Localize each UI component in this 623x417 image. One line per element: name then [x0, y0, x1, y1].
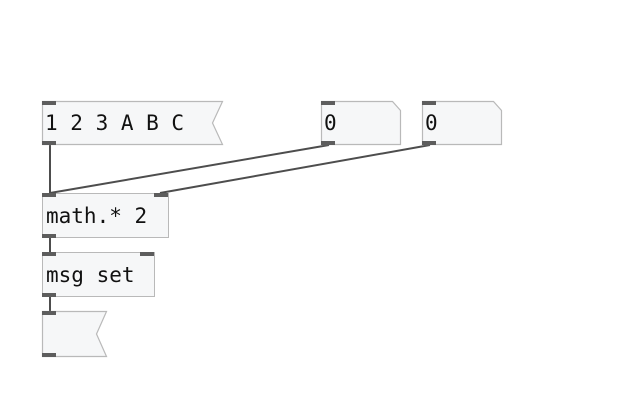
number-box-left-outline	[320, 100, 402, 146]
number-box-right[interactable]: 0	[421, 100, 503, 146]
number-box-left-outlet[interactable]	[321, 141, 335, 145]
math-multiply-outlet[interactable]	[42, 234, 56, 238]
output-message-box-inlet[interactable]	[42, 311, 56, 315]
message-box-text: 1 2 3 A B C	[45, 111, 185, 135]
math-multiply-object-text: math.* 2	[46, 204, 148, 228]
number-box-left-value: 0	[324, 111, 337, 135]
math-multiply-left-inlet[interactable]	[42, 193, 56, 197]
msg-set-right-inlet[interactable]	[140, 252, 154, 256]
message-box-inlet[interactable]	[42, 101, 56, 105]
number-box-right-inlet[interactable]	[422, 101, 436, 105]
output-message-box-outline	[41, 310, 108, 358]
message-box[interactable]: 1 2 3 A B C	[41, 100, 224, 146]
output-message-box-outlet[interactable]	[42, 353, 56, 357]
output-message-box[interactable]	[41, 310, 108, 358]
number-box-left[interactable]: 0	[320, 100, 402, 146]
msg-set-object[interactable]: msg set	[42, 252, 155, 297]
msg-set-object-text: msg set	[46, 263, 135, 287]
msg-set-left-inlet[interactable]	[42, 252, 56, 256]
number-box-left-inlet[interactable]	[321, 101, 335, 105]
message-box-outline	[41, 100, 224, 146]
math-multiply-right-inlet[interactable]	[154, 193, 168, 197]
number-box-right-value: 0	[425, 111, 438, 135]
message-box-outlet[interactable]	[42, 141, 56, 145]
cord-number-right-to-math-right-inlet[interactable]	[159, 144, 431, 194]
number-box-right-outlet[interactable]	[422, 141, 436, 145]
msg-set-outlet[interactable]	[42, 293, 56, 297]
number-box-right-outline	[421, 100, 503, 146]
math-multiply-object[interactable]: math.* 2	[42, 193, 169, 238]
